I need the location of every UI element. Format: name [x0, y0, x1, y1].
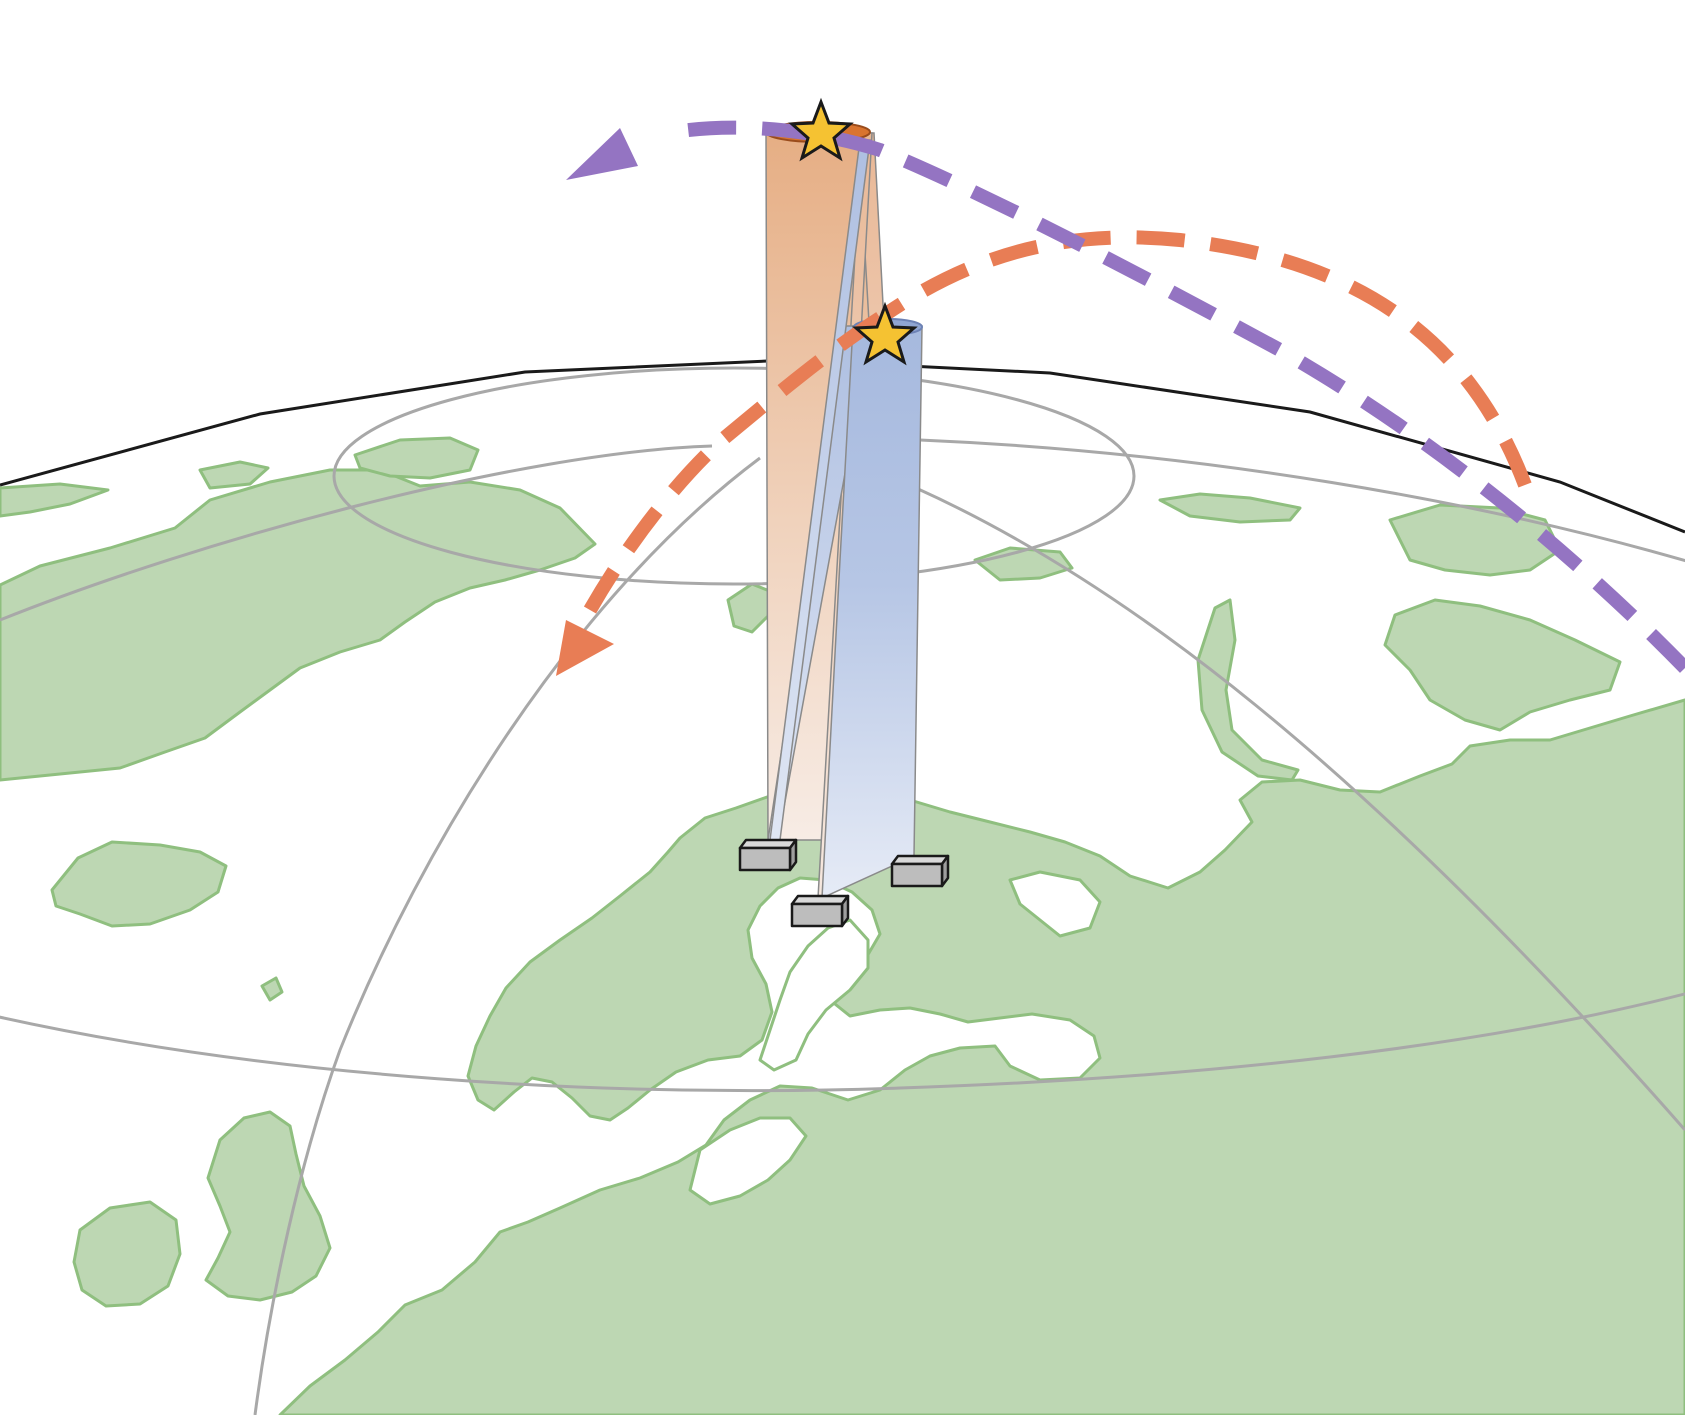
ireland-landmass	[72, 1200, 182, 1308]
gulf-of-bothnia	[758, 918, 870, 1072]
polar-latitude-circle	[332, 366, 1136, 586]
baltic-sea	[688, 1116, 808, 1206]
ground-station-icon	[738, 838, 798, 872]
great-britain-landmass	[204, 1110, 332, 1302]
ground-station-icon	[890, 854, 950, 888]
latitude-line	[0, 444, 713, 622]
arctic-archipelago	[198, 460, 270, 490]
orange-orbit-path	[583, 312, 884, 614]
arctic-islands	[1158, 492, 1302, 524]
greenland-islands	[0, 482, 110, 518]
orbit-arrow-icon	[566, 128, 638, 180]
eurasia-landmass	[278, 698, 1685, 1415]
orange-orbit-path	[876, 230, 1532, 488]
graticule	[0, 366, 1685, 1415]
ground-station-icon	[790, 894, 850, 928]
landmasses	[0, 436, 1685, 1415]
iceland-landmass	[50, 840, 228, 928]
taymyr-peninsula	[1383, 598, 1622, 732]
latitude-line	[919, 438, 1685, 567]
greenland-landmass	[0, 468, 597, 782]
satellite-star-icon	[852, 301, 918, 366]
meridian-line	[915, 486, 1685, 1131]
orbit-arrow-icon	[556, 620, 614, 676]
meridian-line	[253, 456, 761, 1415]
white-sea	[1008, 870, 1102, 938]
arctic-archipelago	[353, 436, 480, 480]
satellite-star-icon	[788, 97, 854, 162]
novaya-zemlya	[1196, 598, 1300, 782]
faroe-islands	[260, 976, 284, 1002]
latitude-line	[0, 988, 1685, 1093]
